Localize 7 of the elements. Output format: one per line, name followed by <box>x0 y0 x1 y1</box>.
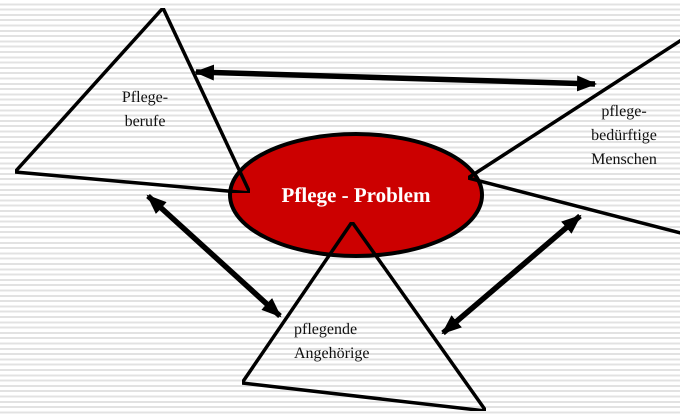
triangle-label: pflege- bedürftige Menschen <box>590 102 658 170</box>
double-arrow <box>441 214 582 336</box>
ellipse-label: Pflege - Problem <box>280 182 432 209</box>
triangle-label: Pflege- berufe <box>120 88 170 132</box>
triangle-label: pflegende Angehörige <box>294 320 371 364</box>
double-arrow <box>146 194 282 318</box>
double-arrow <box>194 64 597 92</box>
